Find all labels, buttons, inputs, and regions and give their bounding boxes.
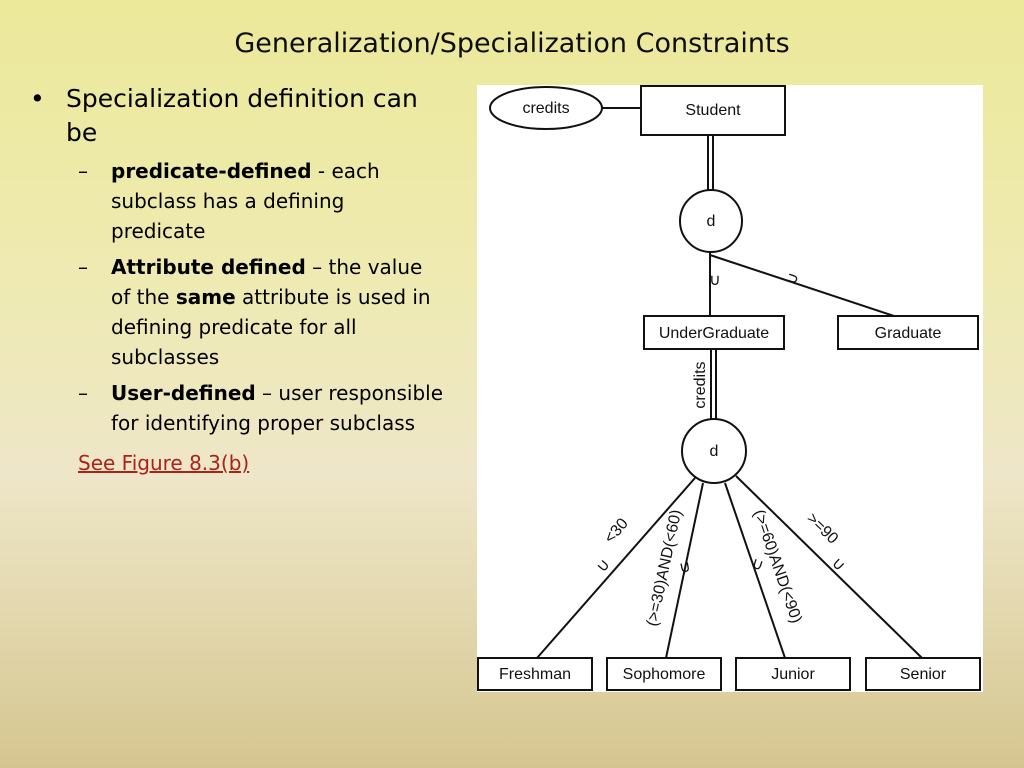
main-bullet-text: Specialization definition can be [66,84,418,147]
eer-diagram-svg: credits Student d ∪ ∪ UnderGraduate Grad… [477,85,981,691]
attribute-ellipse [489,86,603,130]
disjoint-circle-top-label: d [707,213,716,230]
attribute-label: credits [522,100,569,117]
bullet-symbol: • [30,84,45,113]
entity-freshman-label: Freshman [499,666,571,683]
subset-icon: ∪ [709,272,721,289]
subset-icon: ∪ [749,555,766,575]
disjoint-circle-top [679,189,743,253]
subitem-emphasis: same [175,285,236,309]
dash-symbol: – [78,159,88,183]
entity-sophomore [606,657,722,691]
subitem-term: Attribute defined [111,255,306,279]
entity-graduate [837,315,979,350]
entity-undergraduate [643,315,785,350]
entity-senior-label: Senior [900,666,947,683]
subitem-term: predicate-defined [111,159,312,183]
disjoint-circle-bottom-label: d [710,443,719,460]
entity-sophomore-label: Sophomore [623,666,706,683]
entity-undergraduate-label: UnderGraduate [659,325,769,342]
entity-junior-label: Junior [771,666,815,683]
subitem-attribute-defined: – Attribute defined – the value of the s… [30,252,445,372]
subclass-link-line [665,482,704,659]
subitem-description: – user responsible for identifying prope… [111,381,444,435]
dash-symbol: – [78,255,88,279]
dash-symbol: – [78,381,88,405]
subitem-term: User-defined [111,381,256,405]
entity-freshman [477,657,593,691]
subitem-predicate-defined: – predicate-defined - each subclass has … [30,156,445,246]
main-bullet: • Specialization definition can be [30,82,445,150]
subclass-link-line [709,254,898,318]
subclass-link-line [536,477,696,659]
subitem-description: attribute is used in defining predicate … [111,285,431,369]
see-figure-link[interactable]: See Figure 8.3(b) [78,451,250,475]
subset-icon: ∪ [678,558,693,577]
subset-icon: ∪ [828,555,848,575]
subclass-link-line [724,482,786,659]
subitem-description: - each subclass has a defining predicate [111,159,380,243]
predicate-label: <30 [601,515,632,547]
subitem-user-defined: – User-defined – user responsible for id… [30,378,445,438]
subclass-link-line [735,475,923,659]
entity-junior [735,657,851,691]
disjoint-circle-bottom [681,418,747,484]
eer-diagram: credits Student d ∪ ∪ UnderGraduate Grad… [477,85,983,692]
predicate-label: >=90 [803,510,841,548]
defining-attribute-label: credits [692,361,709,408]
entity-senior [865,657,981,691]
subset-icon: ∪ [783,270,803,286]
slide-title: Generalization/Specialization Constraint… [234,28,790,59]
subitem-description: – the value of the [111,255,423,309]
entity-graduate-label: Graduate [875,325,942,342]
entity-student-label: Student [685,102,741,119]
slide-content: • Specialization definition can be – pre… [30,82,445,478]
entity-student [640,85,786,136]
